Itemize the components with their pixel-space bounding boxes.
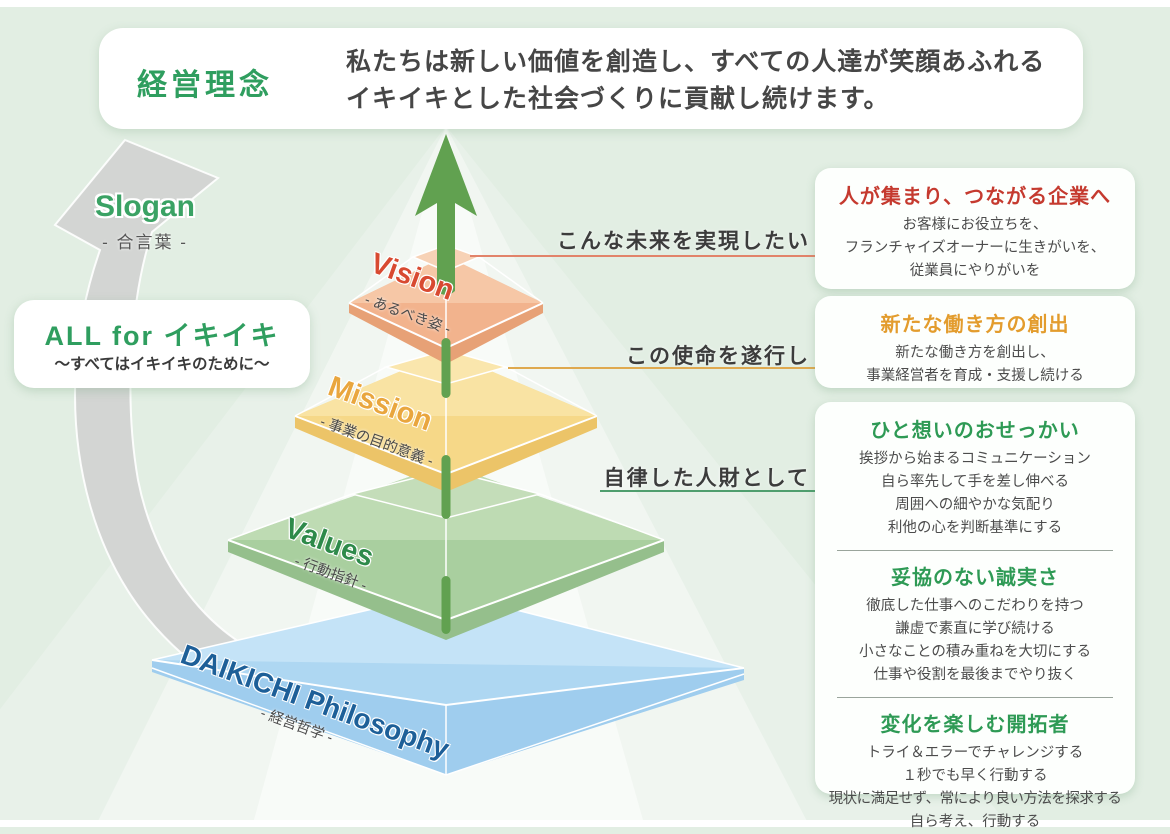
up-arrow-icon [415,134,477,634]
panel-line: 従業員にやりがいを [909,263,1041,279]
header-box [99,28,1083,129]
section-divider [837,697,1113,698]
annotation-values: 自律した人財として [603,467,810,490]
slogan-label: Slogan [94,190,195,223]
philosophy-statement: 私たちは新しい価値を創造し、すべての人達が笑顔あふれる イキイキとした社会づくり… [346,44,1066,118]
statement-line-1: 私たちは新しい価値を創造し、すべての人達が笑顔あふれる [346,48,1046,76]
panel-line: 現状に満足せず、常により良い方法を探求する [828,791,1122,807]
panel-line: 事業経営者を育成・支援し続ける [866,368,1084,384]
panel-line: 小さなことの積み重ねを大切にする [859,644,1091,660]
panel-values-section1-title: ひと想いのおせっかい [870,420,1080,442]
panel-values-detail: ひと想いのおせっかい 挨拶から始まるコミュニケーション 自ら率先して手を差し伸べ… [815,402,1135,830]
panel-values-section2-title: 妥協のない誠実さ [891,567,1059,589]
section-divider [837,550,1113,551]
panel-line: 徹底した仕事へのこだわりを持つ [866,598,1084,614]
slogan-phrase-box [14,300,310,388]
panel-line: １秒でも早く行動する [902,768,1048,784]
panel-vision-title: 人が集まり、つながる企業へ [838,186,1112,208]
panel-mission-title: 新たな働き方の創出 [880,314,1070,336]
panel-line: 利他の心を判断基準にする [887,520,1063,536]
top-edge [0,0,1170,7]
slogan-sublabel: - 合言葉 - [102,233,188,252]
panel-line: 自ら率先して手を差し伸べる [880,474,1070,490]
bottom-edge [0,820,1170,827]
slogan-phrase: ALL for イキイキ [44,321,280,351]
panel-line: トライ＆エラーでチャレンジする [866,745,1084,761]
panel-line: 挨拶から始まるコミュニケーション [859,451,1091,467]
slogan-phrase-sub: 〜すべてはイキイキのために〜 [54,356,270,373]
panel-line: 新たな働き方を創出し、 [895,345,1055,361]
panel-values-section3-title: 変化を楽しむ開拓者 [880,714,1070,736]
panel-line: お客様にお役立ちを、 [902,217,1048,233]
panel-line: 仕事や役割を最後までやり抜く [873,667,1077,683]
panel-line: 謙虚で素直に学び続ける [895,621,1055,637]
annotation-vision: こんな未来を実現したい [557,230,810,253]
annotation-mission: この使命を遂行し [626,345,810,368]
panel-line: 周囲への細やかな気配り [895,497,1055,513]
panel-vision-detail: 人が集まり、つながる企業へ お客様にお役立ちを、 フランチャイズオーナーに生きが… [815,168,1135,289]
panel-line: フランチャイズオーナーに生きがいを、 [844,240,1106,256]
page-title: 経営理念 [137,69,273,102]
statement-line-2: イキイキとした社会づくりに貢献し続けます。 [346,85,890,113]
panel-mission-detail: 新たな働き方の創出 新たな働き方を創出し、 事業経営者を育成・支援し続ける [815,296,1135,388]
panel-line: 自ら考え、行動する [909,814,1041,830]
